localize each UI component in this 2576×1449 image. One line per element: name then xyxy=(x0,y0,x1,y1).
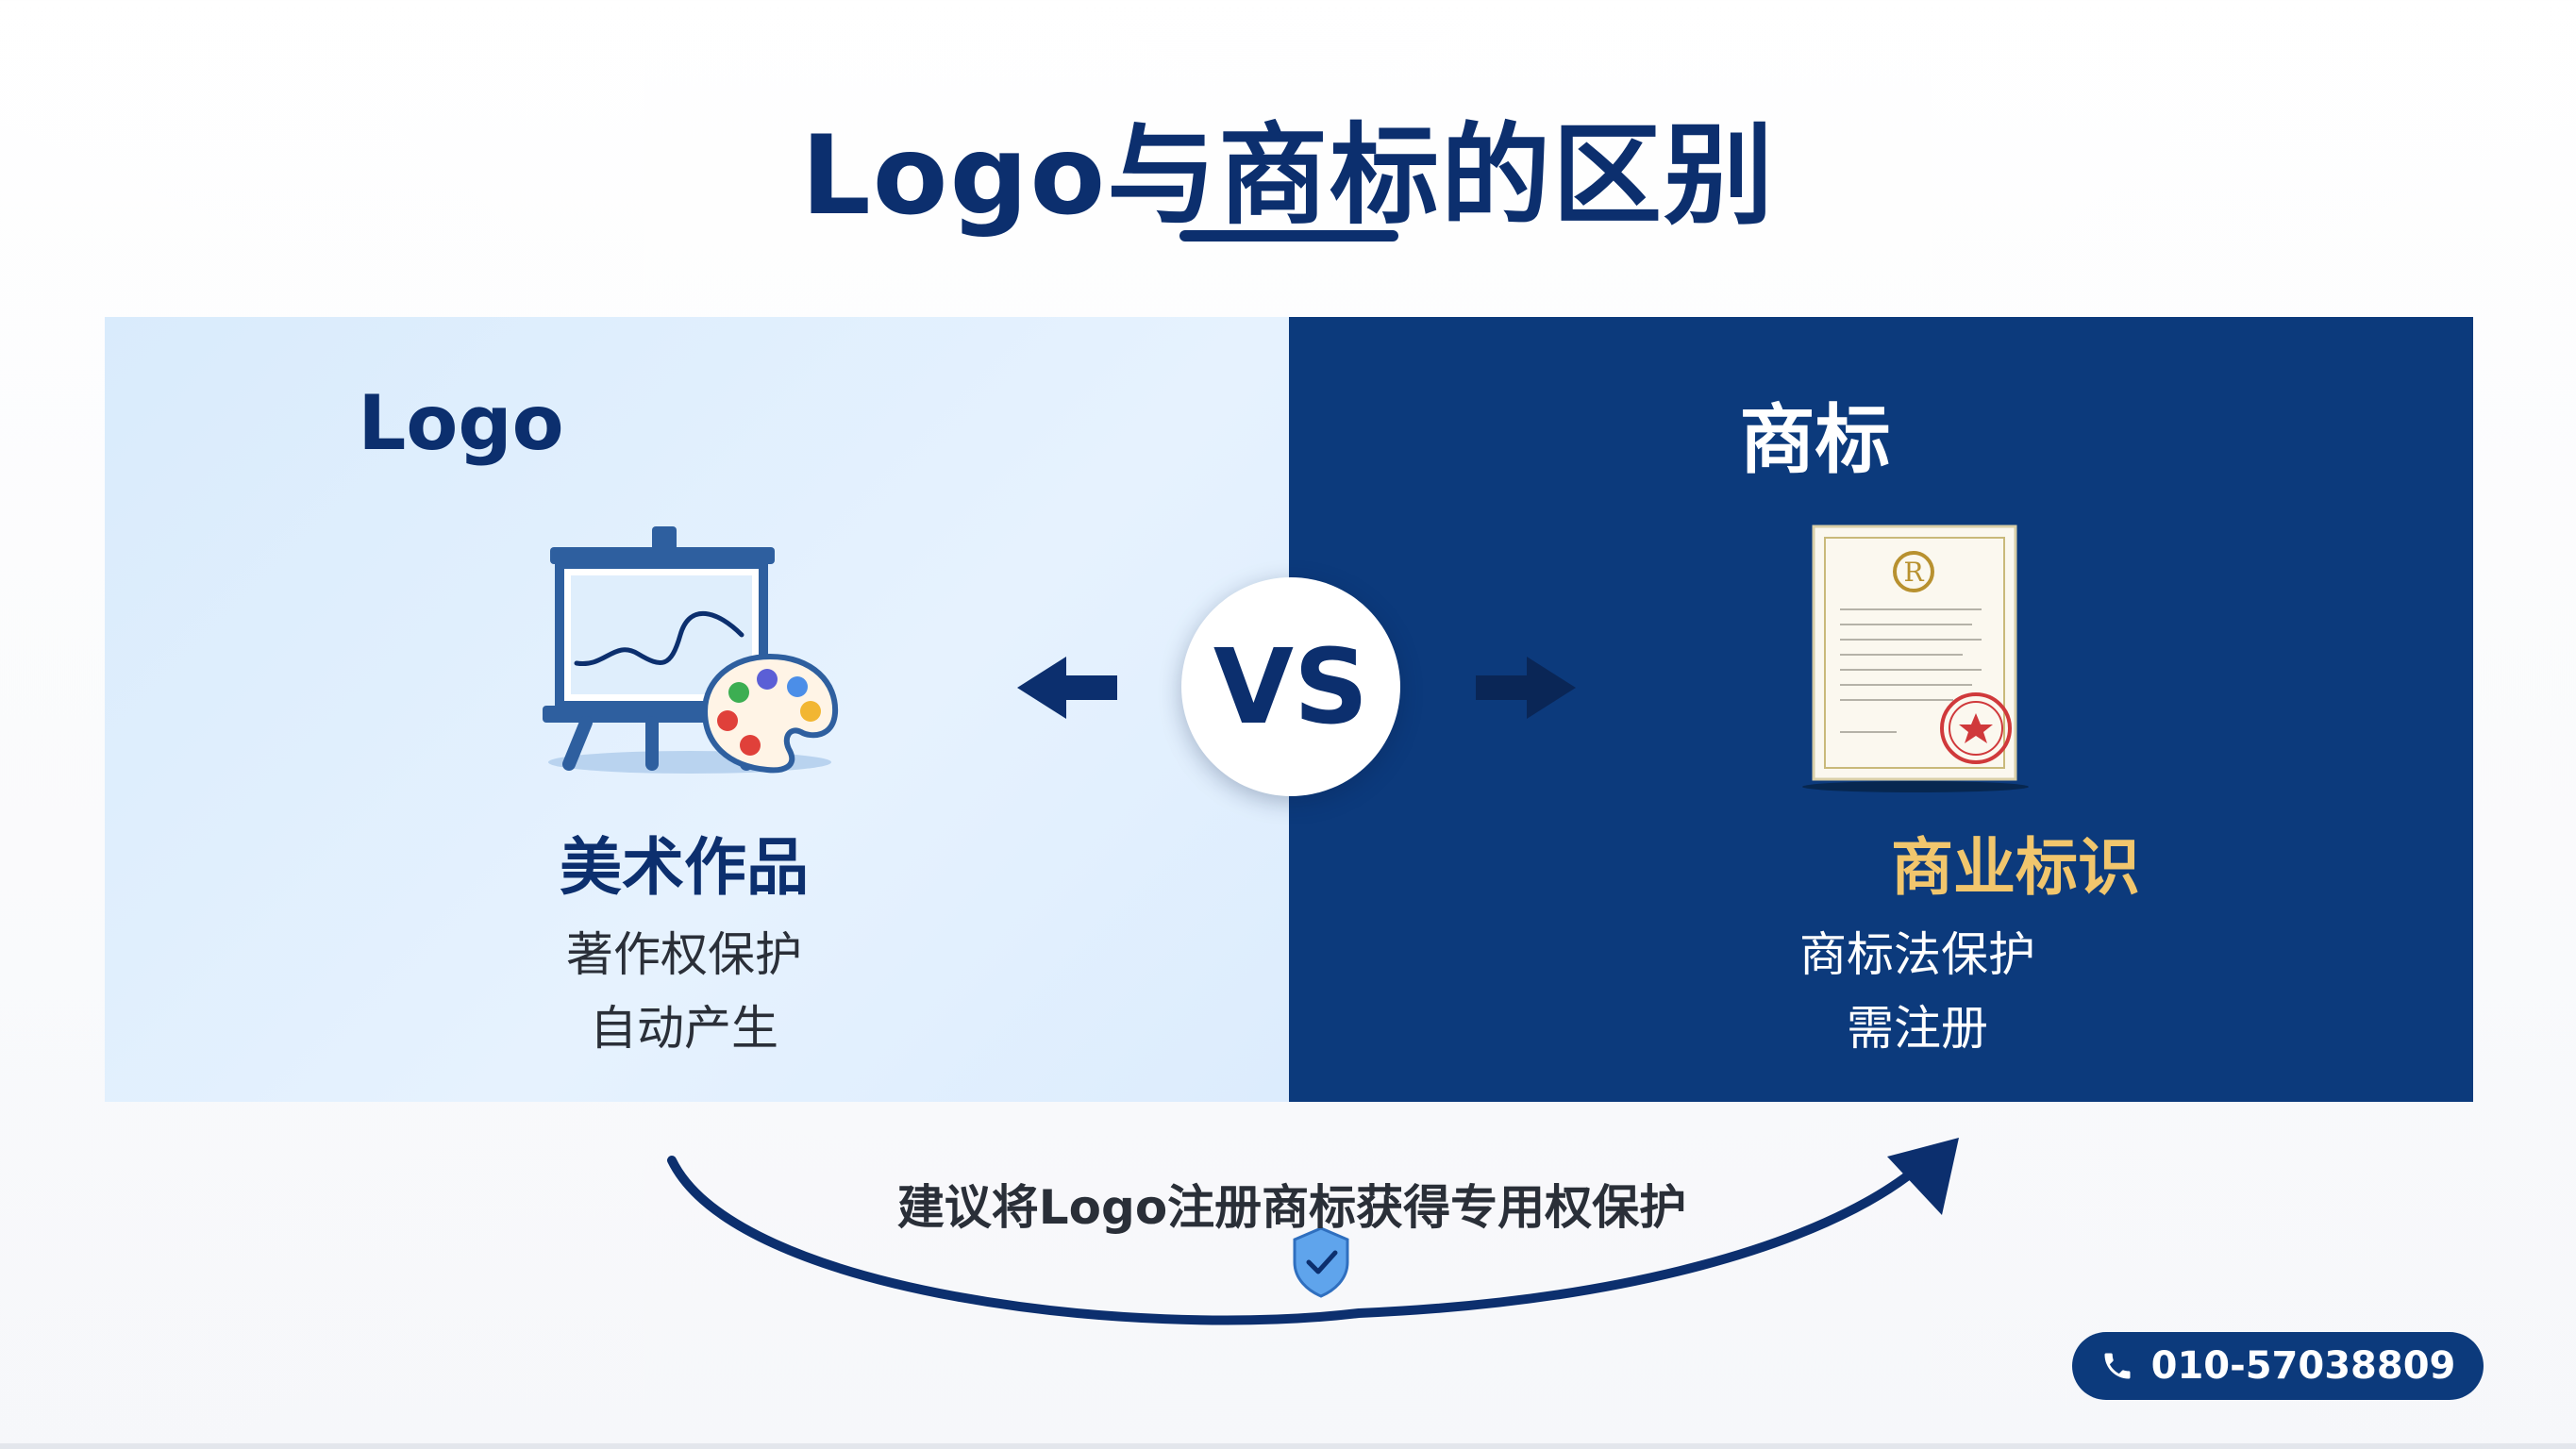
arrow-left-icon xyxy=(1017,657,1117,719)
logo-panel: Logo 美术作品 著作权保护 自动产生 xyxy=(105,317,1289,1102)
phone-contact-button[interactable]: 010-57038809 xyxy=(2072,1332,2484,1400)
svg-text:R: R xyxy=(1903,557,1924,588)
curve-arrowhead xyxy=(1887,1138,1959,1215)
vs-badge: VS xyxy=(1181,577,1400,796)
title-underline xyxy=(1179,230,1398,242)
arrow-right-icon xyxy=(1476,657,1576,719)
trademark-line-2: 需注册 xyxy=(1847,1001,1988,1056)
palette-icon xyxy=(701,653,839,774)
page-title: Logo与商标的区别 xyxy=(800,112,1776,240)
logo-line-2: 自动产生 xyxy=(590,1001,778,1056)
bottom-rule xyxy=(0,1443,2576,1449)
shield-check-icon xyxy=(1293,1226,1349,1298)
recommendation-curve xyxy=(667,1156,1920,1325)
phone-number: 010-57038809 xyxy=(2150,1344,2456,1388)
trademark-line-1: 商标法保护 xyxy=(1799,927,2035,982)
registered-mark-icon: R xyxy=(1893,551,1934,592)
certificate-icon: R xyxy=(1802,525,2029,792)
logo-line-1: 著作权保护 xyxy=(566,927,802,982)
recommendation-text: 建议将Logo注册商标获得专用权保护 xyxy=(896,1180,1687,1235)
logo-main-label: 美术作品 xyxy=(560,831,809,904)
trademark-panel: 商标 R 商业标识 商标法保护 需注册 xyxy=(1289,317,2473,1102)
phone-icon xyxy=(2104,1353,2131,1379)
trademark-main-label: 商业标识 xyxy=(1891,831,2140,904)
logo-heading: Logo xyxy=(358,379,564,467)
stamp-icon xyxy=(1940,692,2012,764)
trademark-heading: 商标 xyxy=(1739,396,1891,484)
